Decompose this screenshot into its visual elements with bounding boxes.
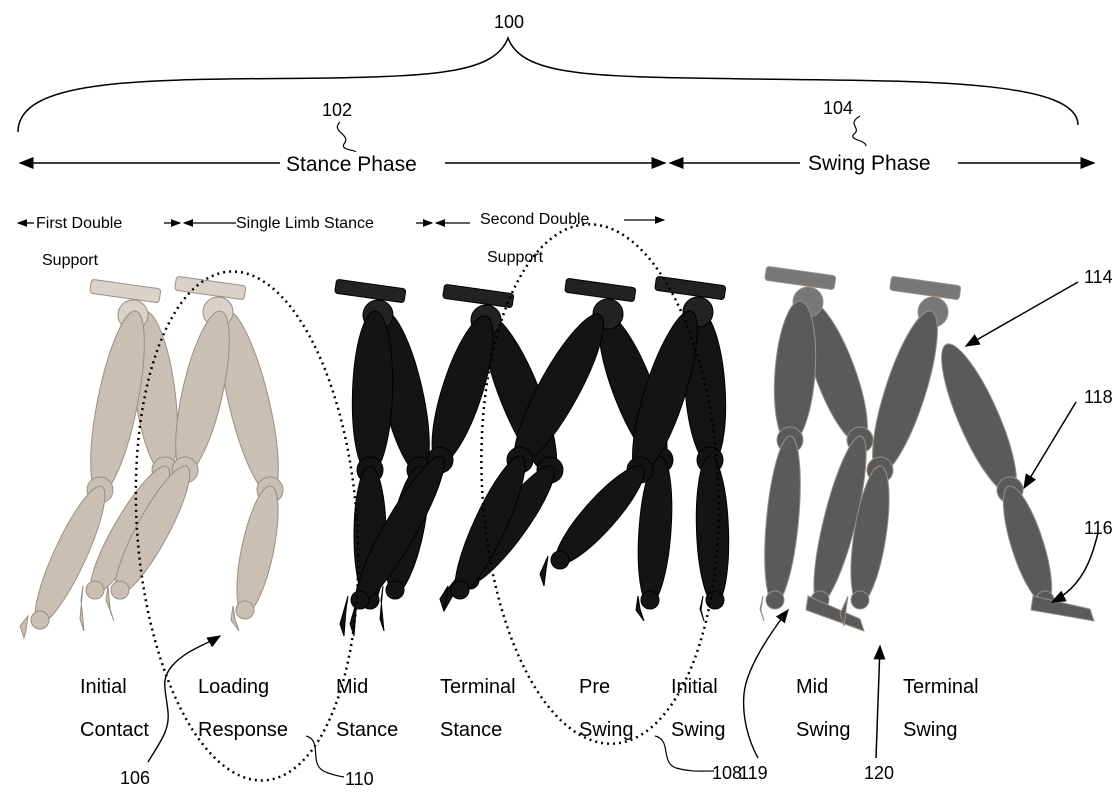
arrow-118 [1024, 402, 1076, 488]
stage-label-3-line1: Mid [336, 676, 368, 698]
stage-label-2-line2: Response [198, 719, 288, 741]
pelvis-1 [90, 279, 161, 303]
pelvis-4 [443, 284, 514, 308]
leader-104 [853, 116, 866, 146]
gait-figure-8 [840, 276, 1094, 626]
stage-label-5-line1: Pre [579, 676, 610, 698]
stance-phase-label: Stance Phase [286, 153, 417, 176]
leader-108 [655, 736, 714, 771]
stage-label-7-line1: Mid [796, 676, 828, 698]
first-double-label: First Double [36, 215, 122, 232]
stage-label-2-line1: Loading [198, 676, 269, 698]
stage-label-3-line2: Stance [336, 719, 398, 741]
gait-figure-6 [540, 276, 731, 621]
first-double-support-label: Support [42, 252, 99, 269]
swing-phase-label: Swing Phase [808, 152, 931, 175]
arrow-120 [876, 646, 880, 758]
leg-8-back [928, 336, 1094, 621]
pelvis-7 [765, 266, 836, 290]
second-double-support-label: Support [487, 249, 544, 266]
stage-label-6-line1: Initial [671, 676, 718, 698]
ref-102: 102 [322, 100, 352, 120]
leader-102 [337, 122, 356, 152]
stage-label-5-line2: Swing [579, 719, 633, 741]
ref-114: 114 [1084, 267, 1112, 287]
arrow-114 [966, 282, 1078, 346]
leg-7-front [759, 300, 821, 621]
stage-label-1-line2: Contact [80, 719, 149, 741]
stage-label-1-line1: Initial [80, 676, 127, 698]
leader-110 [306, 736, 344, 777]
leader-119 [744, 610, 788, 758]
stage-label-6-line2: Swing [671, 719, 725, 741]
ref-108: 108 [712, 763, 742, 783]
pelvis-3 [335, 279, 406, 303]
ref-110: 110 [345, 769, 374, 789]
gait-figure-3 [335, 279, 441, 636]
stage-label-7-line2: Swing [796, 719, 850, 741]
overall-cycle-brace [18, 38, 1078, 132]
ref-106: 106 [120, 768, 150, 788]
ref-100: 100 [494, 12, 524, 32]
leg-figures [20, 266, 1094, 638]
pelvis-6 [655, 276, 726, 300]
ref-104: 104 [823, 98, 853, 118]
pelvis-5 [565, 278, 636, 302]
stage-label-8-line1: Terminal [903, 676, 979, 698]
pelvis-2 [175, 276, 246, 300]
single-limb-label: Single Limb Stance [236, 215, 374, 232]
ref-118: 118 [1084, 387, 1112, 407]
second-double-label: Second Double [480, 211, 590, 228]
leader-116 [1052, 533, 1098, 602]
pelvis-8 [890, 276, 961, 300]
stage-label-8-line2: Swing [903, 719, 957, 741]
ref-116: 116 [1084, 518, 1112, 538]
stage-label-4-line1: Terminal [440, 676, 516, 698]
leader-106 [148, 636, 220, 762]
gait-figure-1 [20, 279, 185, 638]
ref-120: 120 [864, 763, 894, 783]
stage-label-4-line2: Stance [440, 719, 502, 741]
ref-119: 119 [739, 763, 768, 783]
